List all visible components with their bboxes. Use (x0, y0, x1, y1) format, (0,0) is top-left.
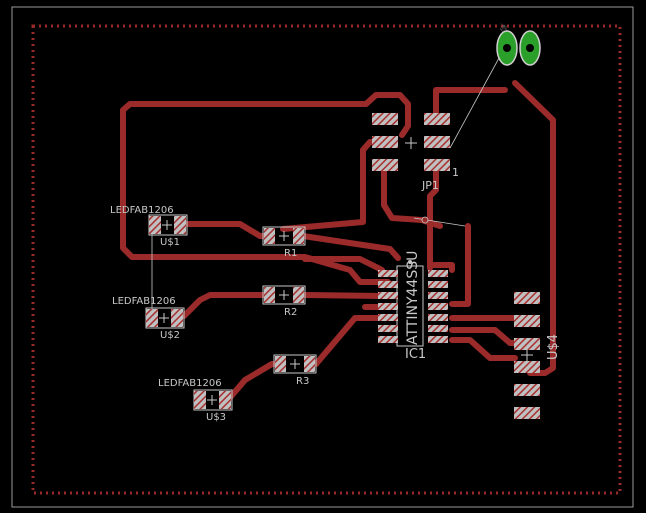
r3-label: R3 (296, 376, 309, 387)
ic1-right-pads (428, 270, 448, 343)
u4-label: U$4 (546, 334, 561, 360)
u1-value-label: LEDFAB1206 (110, 205, 174, 216)
trace-via-ic[interactable] (381, 162, 443, 229)
resistor-r2[interactable]: R2 (262, 285, 306, 318)
led-u2[interactable]: LEDFAB1206 U$2 (112, 296, 185, 341)
u3-label: U$3 (206, 412, 226, 423)
trace-right-bus[interactable] (512, 80, 556, 376)
ic1-left-pads (378, 270, 398, 343)
u2-label: U$2 (160, 330, 180, 341)
ic1-label: IC1 (405, 347, 426, 362)
jp1-component[interactable]: JP1 1 (372, 113, 459, 192)
trace-ic-top[interactable] (431, 262, 455, 273)
r1-label: R1 (284, 248, 297, 259)
led-u3[interactable]: LEDFAB1206 U$3 (158, 378, 233, 423)
crosshair-icon (279, 290, 289, 300)
ic1-value-label: ATTINY44SSU (405, 251, 421, 345)
board-outline (11, 6, 634, 508)
via-icon[interactable] (421, 216, 429, 224)
r2-label: R2 (284, 307, 297, 318)
u1-label: U$1 (160, 237, 180, 248)
u3-value-label: LEDFAB1206 (158, 378, 222, 389)
led-u1[interactable]: LEDFAB1206 U$1 (110, 205, 188, 248)
trace-r1-ic[interactable] (300, 233, 401, 261)
jp1-pin-label: 1 (452, 166, 459, 179)
trace-jp-left[interactable] (280, 139, 387, 232)
trace-r3-ic[interactable] (313, 315, 385, 367)
trace-r1b-ic[interactable] (302, 256, 385, 273)
jp1-label: JP1 (421, 179, 439, 192)
u2-value-label: LEDFAB1206 (112, 296, 176, 307)
trace-u3-r3[interactable] (224, 361, 281, 404)
crosshair-icon (521, 349, 533, 361)
crosshair-icon (290, 359, 300, 369)
trace-r2-ic[interactable] (302, 292, 385, 299)
resistor-r1[interactable]: R1 (262, 226, 306, 259)
crosshair-icon (207, 395, 217, 405)
trace-ic-u4c[interactable] (449, 337, 518, 361)
header-marker: ☃ (499, 22, 508, 35)
resistor-r3[interactable]: R3 (273, 354, 317, 387)
copper-traces (120, 80, 556, 404)
trace-gnd-bus[interactable] (449, 223, 471, 307)
crosshair-icon (159, 313, 169, 323)
u4-component[interactable]: U$4 (514, 292, 561, 419)
trace-jp-down[interactable] (427, 162, 439, 271)
trace-u2-r2[interactable] (181, 292, 268, 319)
trace-u1-r1[interactable] (184, 221, 269, 239)
ic1-component[interactable]: ATTINY44SSU IC1 (378, 251, 448, 362)
crosshair-icon (405, 137, 417, 149)
crosshair-icon (279, 231, 289, 241)
trace-loop-left[interactable] (120, 92, 411, 285)
header-connector[interactable]: ☃ (496, 22, 541, 66)
crosshair-icon (162, 220, 172, 230)
